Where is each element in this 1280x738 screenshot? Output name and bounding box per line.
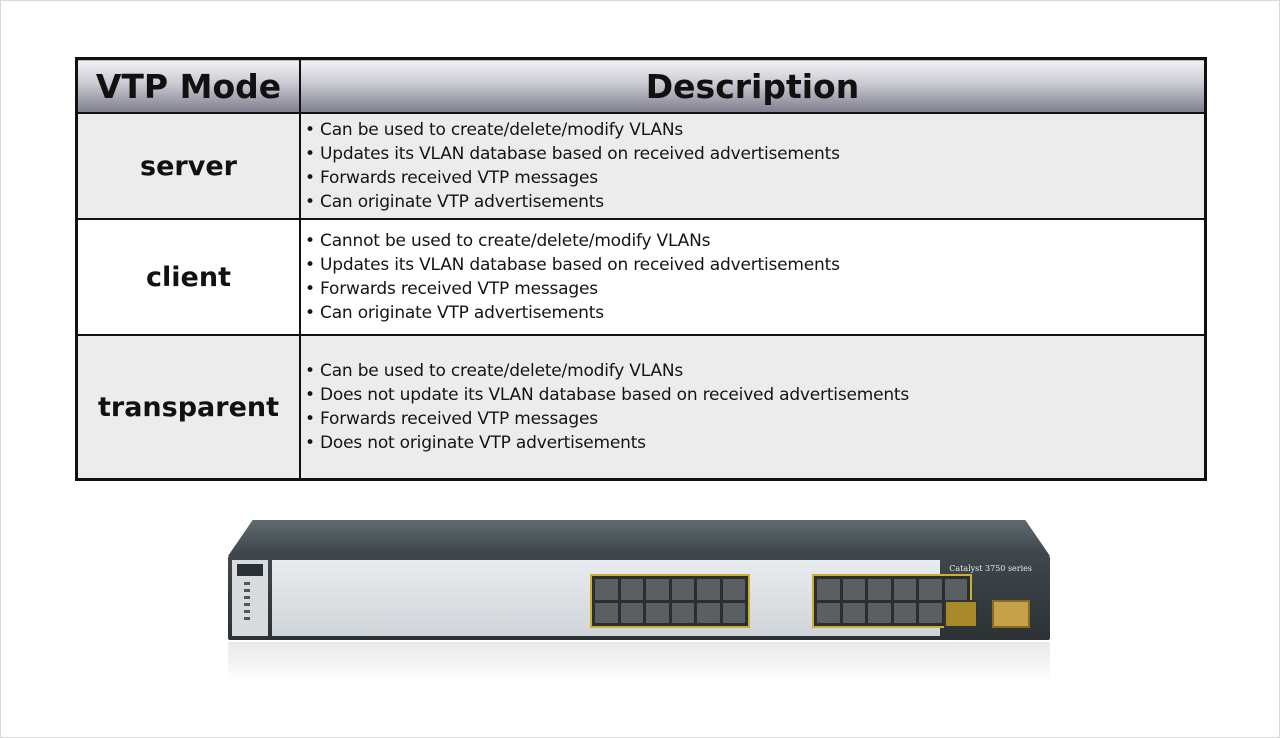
list-item: Forwards received VTP messages	[305, 166, 1204, 190]
ethernet-port-icon	[646, 579, 669, 600]
switch-port-panel	[272, 560, 972, 636]
list-item: Forwards received VTP messages	[305, 277, 1204, 301]
switch-model-label: Catalyst 3750 series	[949, 564, 1032, 573]
table-row: server Can be used to create/delete/modi…	[75, 112, 1207, 220]
ethernet-port-icon	[817, 602, 840, 623]
ethernet-port-icon	[842, 579, 865, 600]
ethernet-port-icon	[919, 579, 942, 600]
network-switch-image: Catalyst 3750 series	[228, 520, 1050, 640]
switch-top-panel	[228, 520, 1050, 556]
list-item: Can originate VTP advertisements	[305, 190, 1204, 214]
ethernet-port-icon	[893, 579, 916, 600]
table-row: client Cannot be used to create/delete/m…	[75, 218, 1207, 336]
ethernet-port-icon	[671, 579, 694, 600]
mode-server: server	[75, 112, 301, 220]
led-icon	[244, 582, 250, 585]
ethernet-port-icon	[842, 602, 865, 623]
header-description: Description	[299, 57, 1207, 114]
bullet-list: Can be used to create/delete/modify VLAN…	[305, 118, 1204, 214]
port-group-left	[590, 574, 750, 628]
ethernet-port-icon	[868, 579, 891, 600]
ethernet-port-icon	[671, 602, 694, 623]
ethernet-port-icon	[722, 579, 745, 600]
sfp-port-icon	[992, 600, 1030, 628]
led-icon	[244, 610, 250, 613]
switch-status-panel	[232, 560, 268, 636]
led-icon	[244, 603, 250, 606]
list-item: Updates its VLAN database based on recei…	[305, 253, 1204, 277]
ethernet-port-icon	[595, 579, 618, 600]
ethernet-port-icon	[595, 602, 618, 623]
cisco-logo-icon	[237, 564, 263, 576]
led-icon	[244, 589, 250, 592]
mode-client: client	[75, 218, 301, 336]
led-icon	[244, 617, 250, 620]
bullet-list: Can be used to create/delete/modify VLAN…	[305, 359, 1204, 455]
ethernet-port-icon	[697, 602, 720, 623]
vtp-mode-table: VTP Mode Description server Can be used …	[75, 57, 1207, 481]
sfp-port-icon	[944, 600, 978, 628]
mode-transparent: transparent	[75, 334, 301, 481]
list-item: Can originate VTP advertisements	[305, 301, 1204, 325]
list-item: Cannot be used to create/delete/modify V…	[305, 229, 1204, 253]
description-cell: Can be used to create/delete/modify VLAN…	[299, 334, 1207, 481]
switch-front-panel: Catalyst 3750 series	[228, 556, 1050, 640]
list-item: Does not originate VTP advertisements	[305, 431, 1204, 455]
list-item: Forwards received VTP messages	[305, 407, 1204, 431]
list-item: Does not update its VLAN database based …	[305, 383, 1204, 407]
ethernet-port-icon	[722, 602, 745, 623]
ethernet-port-icon	[646, 602, 669, 623]
bullet-list: Cannot be used to create/delete/modify V…	[305, 229, 1204, 325]
ethernet-port-icon	[620, 579, 643, 600]
ethernet-port-icon	[620, 602, 643, 623]
header-vtp-mode: VTP Mode	[75, 57, 301, 114]
led-icon	[244, 596, 250, 599]
list-item: Updates its VLAN database based on recei…	[305, 142, 1204, 166]
ethernet-port-icon	[868, 602, 891, 623]
ethernet-port-icon	[919, 602, 942, 623]
ethernet-port-icon	[817, 579, 840, 600]
description-cell: Can be used to create/delete/modify VLAN…	[299, 112, 1207, 220]
table-header-row: VTP Mode Description	[75, 57, 1207, 114]
switch-reflection	[228, 642, 1050, 682]
list-item: Can be used to create/delete/modify VLAN…	[305, 359, 1204, 383]
ethernet-port-icon	[893, 602, 916, 623]
description-cell: Cannot be used to create/delete/modify V…	[299, 218, 1207, 336]
ethernet-port-icon	[944, 579, 967, 600]
table-row: transparent Can be used to create/delete…	[75, 334, 1207, 481]
status-leds	[244, 582, 264, 624]
ethernet-port-icon	[697, 579, 720, 600]
list-item: Can be used to create/delete/modify VLAN…	[305, 118, 1204, 142]
